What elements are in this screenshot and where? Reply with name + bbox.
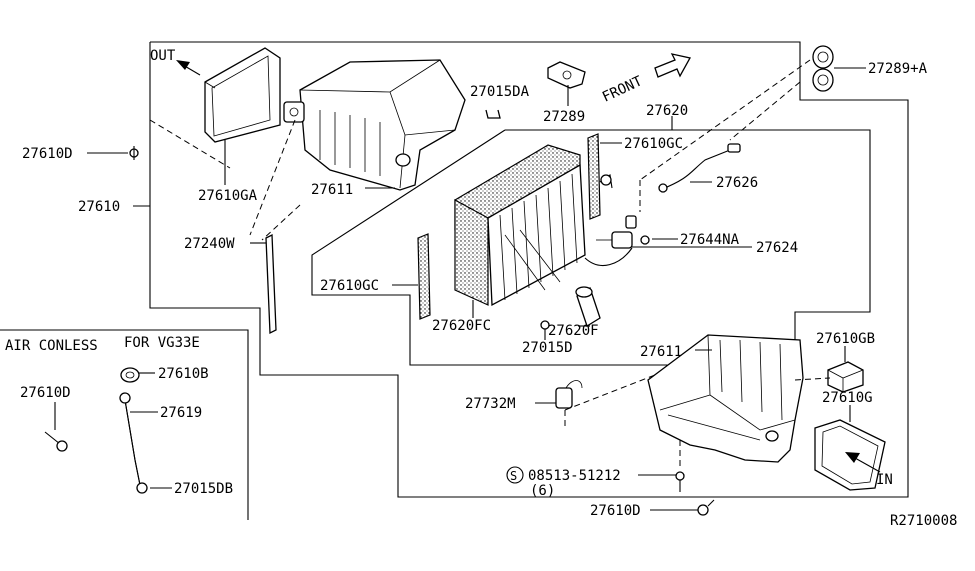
callout-27611-bottom: 27611 xyxy=(640,344,682,360)
callout-08513-qty: (6) xyxy=(530,483,555,499)
callout-27610gc-top: 27610GC xyxy=(624,136,683,152)
inset-callout-27610d-label: 27610D xyxy=(20,385,71,401)
fitting-27644na-icon xyxy=(625,215,637,229)
lower-case-part xyxy=(647,334,804,463)
callout-27732m: 27732M xyxy=(465,396,516,412)
expansion-valve-part xyxy=(584,174,650,267)
assembly-boundary xyxy=(149,41,909,498)
callout-27610ga: 27610GA xyxy=(198,188,258,204)
outlet-filter-frame-part xyxy=(204,47,281,143)
screw-08513-icon xyxy=(675,471,685,492)
inset-screw-icon xyxy=(44,431,68,452)
inset-callout-27619: 27619 xyxy=(160,405,202,421)
screw-bottom-icon xyxy=(697,499,715,516)
pipe-27626-part xyxy=(658,143,741,193)
callout-27289: 27289 xyxy=(543,109,585,125)
filter-27620f-part xyxy=(575,286,601,327)
callout-27620: 27620 xyxy=(646,103,688,119)
leader-lines xyxy=(54,67,866,511)
clip-27015da-icon xyxy=(485,109,501,119)
label-in: IN xyxy=(876,472,893,488)
grommet-27289-icon xyxy=(547,61,586,89)
in-arrow-icon xyxy=(845,452,881,473)
callout-27610g: 27610G xyxy=(822,390,873,406)
callout-08513: 08513-51212 xyxy=(528,468,621,484)
callout-27610gb: 27610GB xyxy=(816,331,875,347)
callout-27610: 27610 xyxy=(78,199,120,215)
dashed-guides xyxy=(149,59,831,470)
out-arrow-icon xyxy=(176,60,201,76)
diagram-code: R2710008 xyxy=(890,513,957,529)
upper-case-part xyxy=(283,59,466,191)
seal-strip-part xyxy=(265,233,277,335)
callout-27240w: 27240W xyxy=(184,236,235,252)
callout-27015d: 27015D xyxy=(522,340,573,356)
inset-grommet-icon xyxy=(120,367,140,383)
callout-27610gc-left: 27610GC xyxy=(320,278,379,294)
inset-callout-27015db: 27015DB xyxy=(174,481,233,497)
callout-27289a: 27289+A xyxy=(868,61,928,77)
evaporator-core-part xyxy=(454,144,586,307)
inset-title-right: FOR VG33E xyxy=(124,335,200,351)
damper-27610gb-part xyxy=(827,361,864,393)
callout-27620fc: 27620FC xyxy=(432,318,491,334)
callout-27620f: 27620F xyxy=(548,323,599,339)
callout-27624: 27624 xyxy=(756,240,798,256)
screw-top-left-icon xyxy=(129,146,139,160)
front-arrow-icon xyxy=(654,53,691,78)
inset-callout-27610b: 27610B xyxy=(158,366,209,382)
callout-27015da: 27015DA xyxy=(470,84,530,100)
callout-27610d-bottom: 27610D xyxy=(590,503,641,519)
inset-hose-part xyxy=(119,392,148,494)
seal-27610gc-left-part xyxy=(417,233,431,320)
callout-27611-top: 27611 xyxy=(311,182,353,198)
label-front: FRONT xyxy=(600,73,645,106)
grommet-27289a-icon xyxy=(812,45,834,92)
callout-27626: 27626 xyxy=(716,175,758,191)
label-out: OUT xyxy=(150,48,176,64)
screw-symbol-icon: S xyxy=(506,466,524,484)
evaporator-boundary xyxy=(311,129,871,366)
screw-symbol-letter: S xyxy=(510,469,517,483)
inset-title-left: AIR CONLESS xyxy=(5,338,98,354)
sensor-27732m-part xyxy=(555,380,583,409)
seal-27610gc-right-part xyxy=(587,133,601,220)
callout-27610d-top: 27610D xyxy=(22,146,73,162)
callout-27644na: 27644NA xyxy=(680,232,740,248)
inset-boundary xyxy=(0,329,249,520)
